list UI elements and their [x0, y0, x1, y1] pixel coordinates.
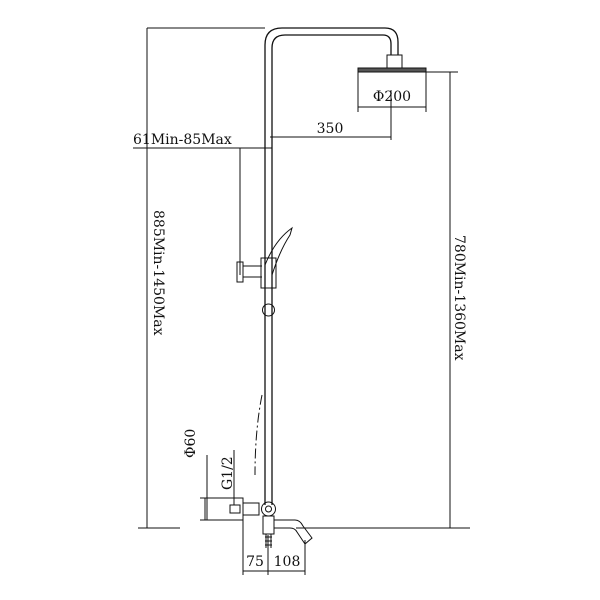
escutcheon-dim: [200, 455, 230, 521]
total-height-dim: [138, 27, 265, 529]
mixer-valve: [204, 497, 313, 548]
depth-dims: [242, 515, 306, 575]
valve-depth-label: 75: [246, 554, 264, 570]
wall-offset-dim: [133, 147, 272, 275]
head-diameter-label: Φ200: [373, 89, 411, 105]
thread-label: G1/2: [220, 456, 236, 490]
riser-pipe: [264, 27, 399, 505]
head-height-label: 780Min-1360Max: [451, 235, 467, 361]
escutcheon-label: Φ60: [183, 429, 199, 458]
shower-head: [357, 54, 427, 73]
head-diameter-dim: [357, 72, 427, 112]
arm-reach-dim: [270, 90, 392, 140]
hand-shower: [236, 226, 293, 317]
spout-reach-label: 108: [274, 554, 301, 570]
total-height-label: 885Min-1450Max: [150, 210, 166, 336]
wall-offset-label: 61Min-85Max: [133, 132, 232, 148]
hose: [254, 394, 263, 476]
arm-reach-label: 350: [317, 121, 344, 137]
head-height-dim: [296, 71, 470, 529]
